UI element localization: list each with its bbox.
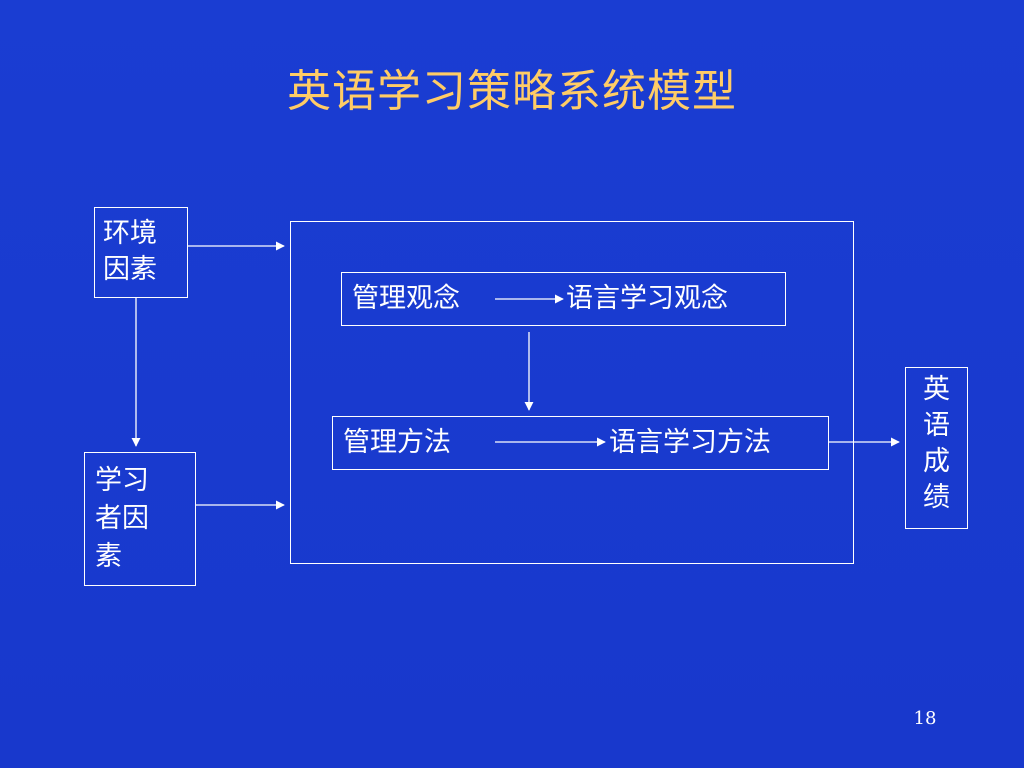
slide-title: 英语学习策略系统模型 (287, 66, 737, 117)
page-number: 18 (913, 708, 937, 729)
english-score-char-4: 绩 (923, 482, 950, 513)
learner-factors-line2: 者因 (95, 503, 149, 534)
environment-factors-box: 环境 因素 (94, 207, 188, 298)
language-learning-concept-label: 语言学习观念 (566, 283, 728, 314)
english-score-char-3: 成 (923, 446, 950, 477)
strategy-system-container (290, 221, 854, 564)
learner-factors-line3: 素 (95, 541, 122, 572)
learner-factors-line1: 学习 (95, 465, 149, 496)
english-score-char-2: 语 (923, 410, 950, 441)
environment-factors-line1: 环境 (103, 218, 157, 249)
language-learning-method-label: 语言学习方法 (609, 427, 771, 458)
management-method-label: 管理方法 (343, 427, 451, 458)
english-score-box: 英 语 成 绩 (905, 367, 968, 529)
concept-row-box (341, 272, 786, 326)
english-score-char-1: 英 (923, 374, 950, 405)
learner-factors-box: 学习 者因 素 (84, 452, 196, 586)
method-row-box (332, 416, 829, 470)
management-concept-label: 管理观念 (352, 283, 460, 314)
environment-factors-line2: 因素 (103, 254, 157, 285)
